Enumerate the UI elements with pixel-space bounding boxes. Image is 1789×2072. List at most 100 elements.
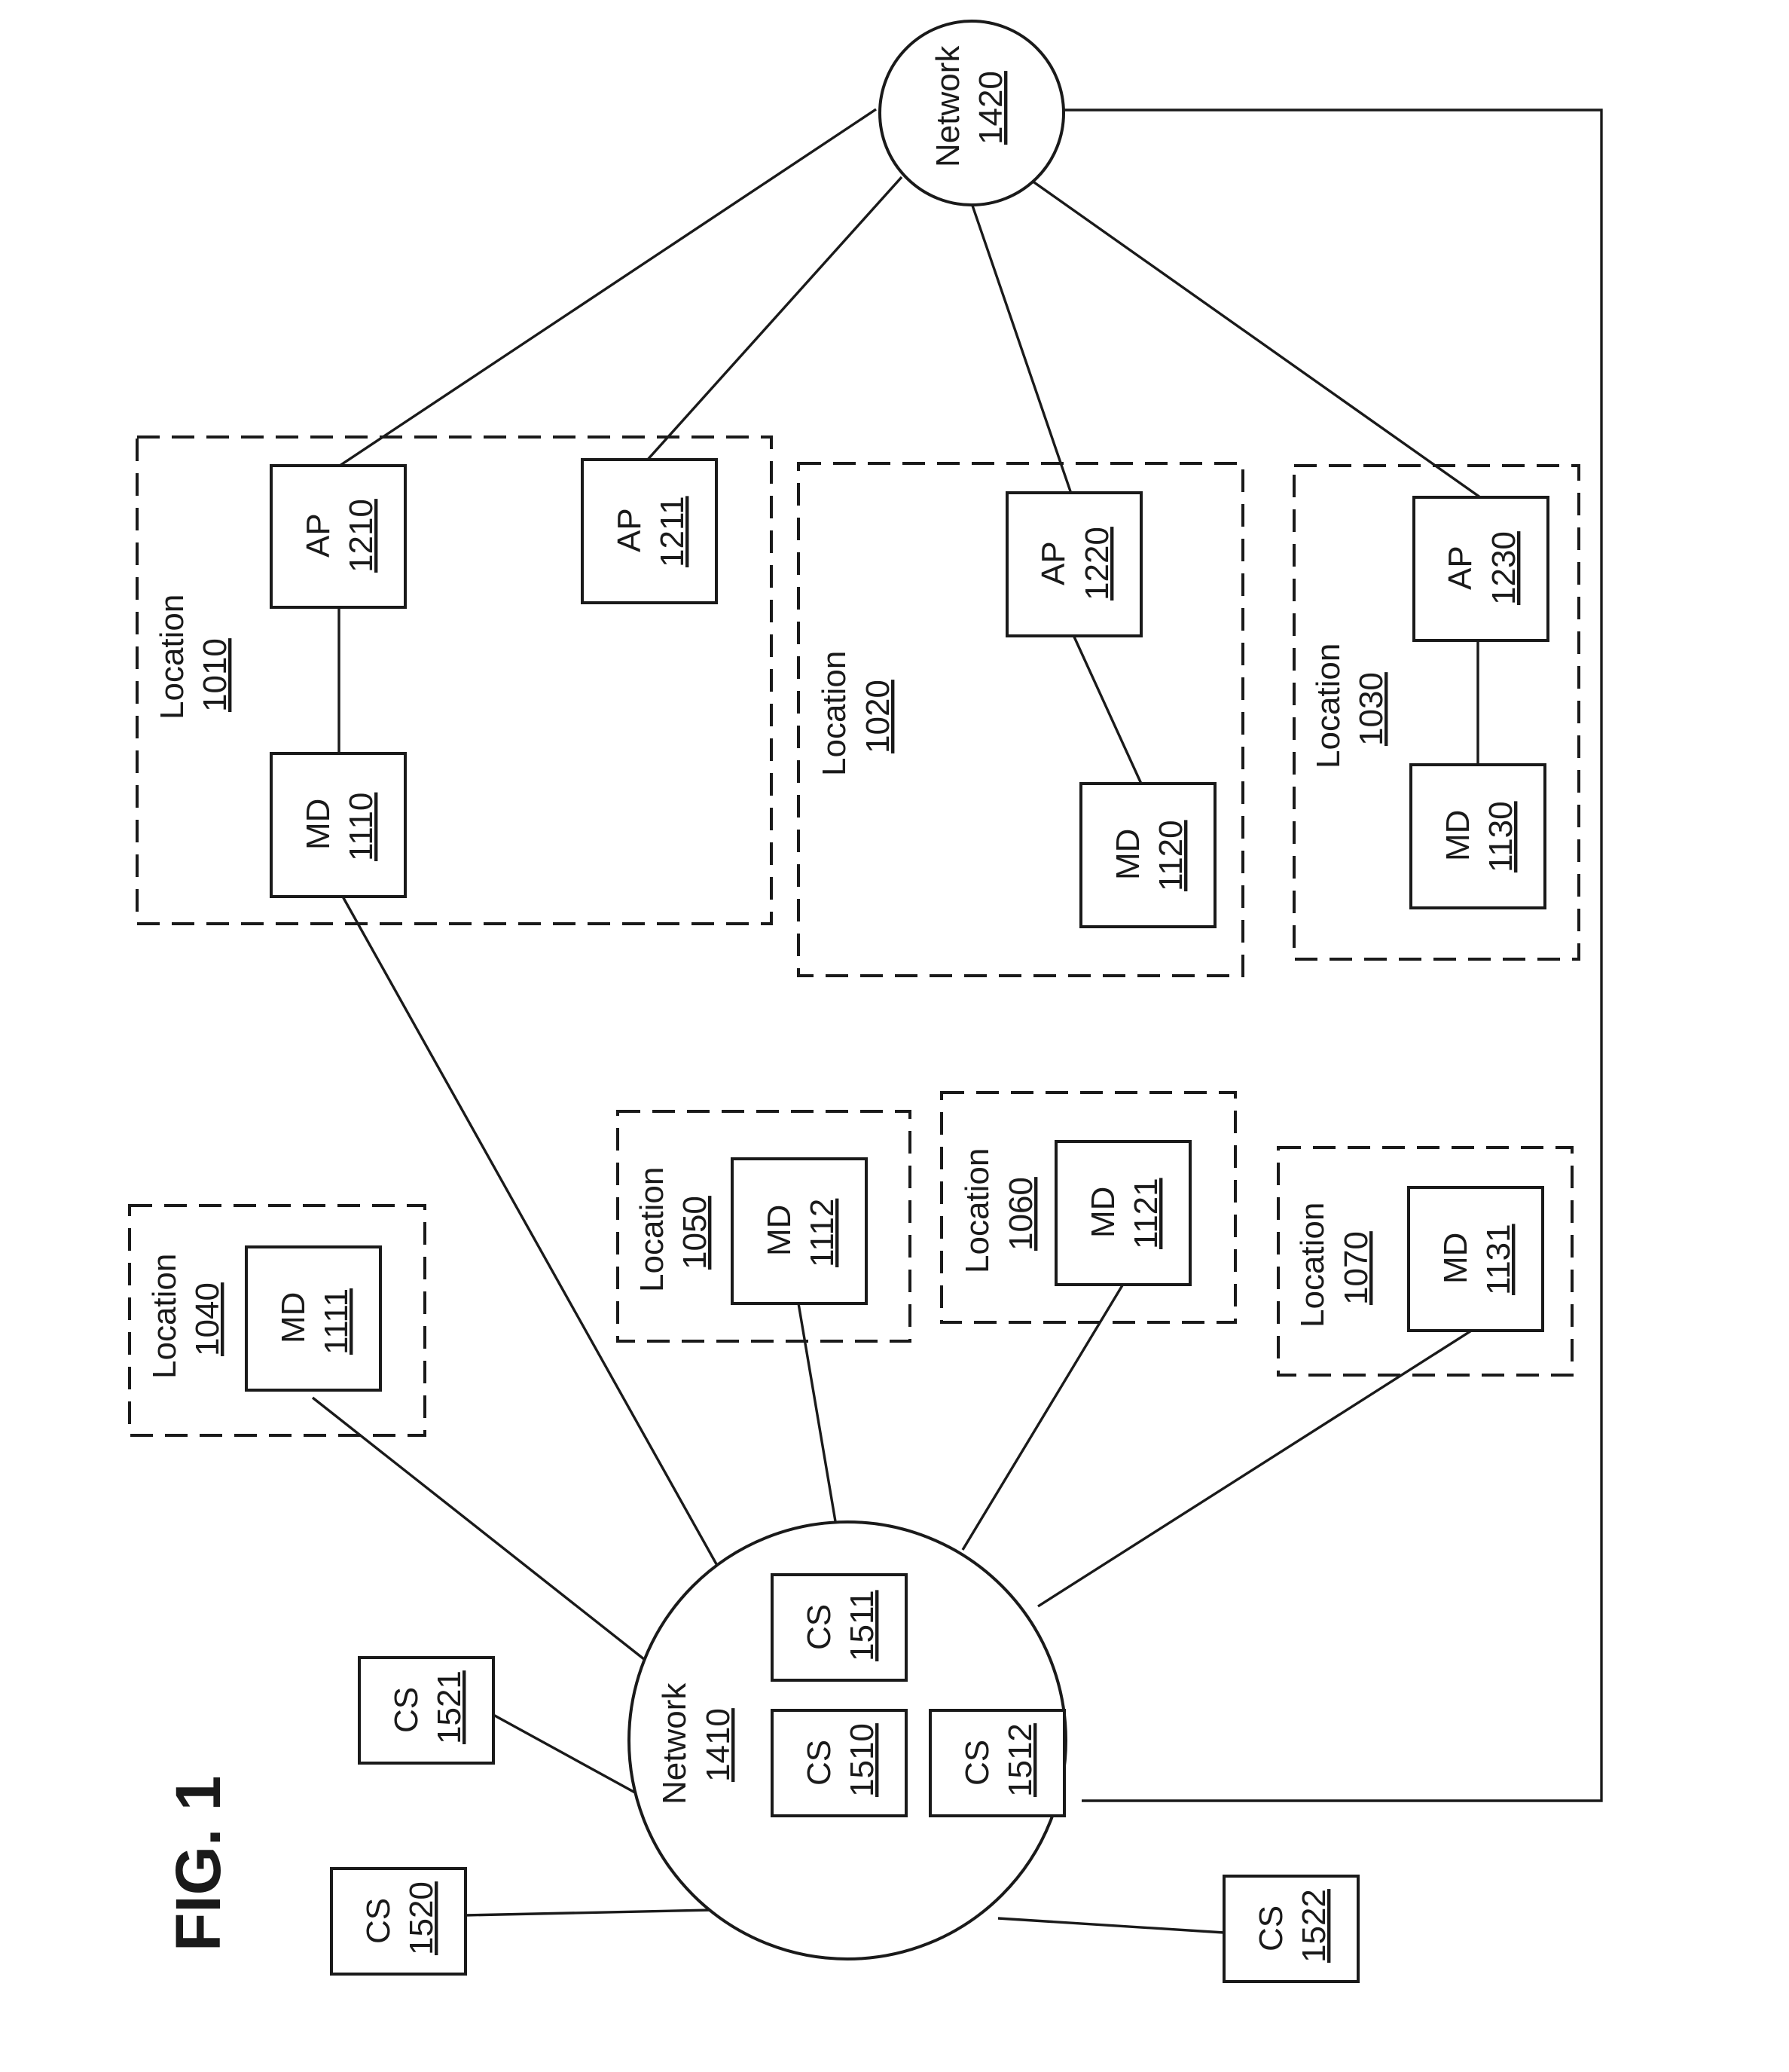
access-point-1210-number: 1210 [343, 499, 380, 573]
location-1040-number: 1040 [189, 1282, 226, 1356]
edge-md1111-1410 [313, 1398, 652, 1665]
computing-system-1510-label: CS [801, 1740, 838, 1786]
access-point-1230-number: 1230 [1485, 531, 1522, 605]
computing-system-1522-box [1224, 1876, 1358, 1982]
computing-system-1512-box [930, 1710, 1064, 1816]
location-1070-number: 1070 [1338, 1231, 1375, 1305]
mobile-device-1130: MD 1130 [1411, 765, 1545, 908]
computing-system-1520-box [331, 1869, 466, 1974]
mobile-device-1121-box [1056, 1141, 1190, 1285]
location-1070-label: Location [1294, 1203, 1331, 1328]
computing-system-1522-number: 1522 [1296, 1889, 1333, 1963]
edge-1420-ap1230 [1032, 181, 1480, 497]
mobile-device-1130-box [1411, 765, 1545, 908]
mobile-device-1111-box [246, 1247, 380, 1390]
computing-system-1512-label: CS [959, 1740, 996, 1786]
edge-md1131-1410 [1038, 1330, 1473, 1606]
access-point-1211-label: AP [611, 508, 648, 552]
location-1010-number: 1010 [197, 638, 234, 712]
location-1030-number: 1030 [1353, 672, 1390, 746]
location-1050-number: 1050 [676, 1196, 713, 1270]
location-1010-label: Location [154, 594, 191, 720]
edge-1420-ap1210 [337, 109, 876, 467]
edge-cs1522-1410 [998, 1918, 1224, 1933]
access-point-1211: AP 1211 [582, 460, 716, 603]
computing-system-1521-label: CS [388, 1687, 425, 1733]
computing-system-1521: CS 1521 [359, 1658, 493, 1763]
network-1410-number: 1410 [700, 1708, 737, 1782]
access-point-1230-label: AP [1442, 546, 1479, 590]
mobile-device-1121: MD 1121 [1056, 1141, 1190, 1285]
access-point-1211-number: 1211 [654, 496, 691, 567]
access-point-1211-box [582, 460, 716, 603]
mobile-device-1130-label: MD [1439, 810, 1476, 861]
mobile-device-1131-number: 1131 [1480, 1224, 1517, 1295]
computing-system-1511-label: CS [801, 1604, 838, 1650]
access-point-1220-box [1007, 493, 1141, 636]
computing-system-1521-number: 1521 [431, 1670, 468, 1744]
computing-system-1520-number: 1520 [403, 1881, 440, 1955]
mobile-device-1120-label: MD [1110, 829, 1146, 880]
computing-system-1511-number: 1511 [844, 1590, 881, 1661]
mobile-device-1111: MD 1111 [246, 1247, 380, 1390]
figure-label: FIG. 1 [163, 1776, 234, 1951]
mobile-device-1131-label: MD [1437, 1233, 1474, 1284]
mobile-device-1120-number: 1120 [1152, 820, 1189, 891]
access-point-1210-box [271, 466, 405, 607]
edge-cs1520-1410 [465, 1910, 712, 1915]
edge-1420-ap1211 [646, 177, 902, 461]
computing-system-1512-number: 1512 [1002, 1723, 1039, 1797]
network-1420-label: Network [930, 45, 966, 167]
mobile-device-1120-box [1081, 784, 1215, 927]
mobile-device-1110-label: MD [300, 799, 337, 850]
computing-system-1510-box [772, 1710, 906, 1816]
edge-md1121-1410 [963, 1285, 1122, 1550]
mobile-device-1120: MD 1120 [1081, 784, 1215, 927]
mobile-device-1111-label: MD [275, 1292, 312, 1343]
location-1050-label: Location [633, 1167, 670, 1292]
mobile-device-1112-number: 1112 [804, 1199, 841, 1267]
access-point-1220: AP 1220 [1007, 493, 1141, 636]
edge-1420-ap1220 [972, 203, 1071, 494]
computing-system-1520-label: CS [360, 1898, 397, 1944]
location-1030-label: Location [1310, 643, 1347, 769]
mobile-device-1131: MD 1131 [1409, 1187, 1543, 1331]
computing-system-1512: CS 1512 [930, 1710, 1064, 1816]
edge-1420-1410 [1064, 110, 1601, 1801]
computing-system-1511-box [772, 1575, 906, 1680]
mobile-device-1112-box [732, 1159, 866, 1303]
computing-system-1522-label: CS [1253, 1905, 1290, 1951]
computing-system-1510-number: 1510 [844, 1723, 881, 1797]
mobile-device-1130-number: 1130 [1482, 801, 1519, 873]
location-1020-label: Location [816, 651, 853, 776]
computing-system-1522: CS 1522 [1224, 1876, 1358, 1982]
mobile-device-1110-number: 1110 [343, 793, 380, 861]
mobile-device-1111-number: 1111 [318, 1288, 355, 1355]
access-point-1210-label: AP [300, 513, 337, 558]
location-1060-number: 1060 [1003, 1177, 1040, 1251]
computing-system-1520: CS 1520 [331, 1869, 466, 1974]
mobile-device-1110: MD 1110 [271, 753, 405, 897]
network-1410-label: Network [656, 1682, 693, 1805]
access-point-1230: AP 1230 [1414, 497, 1548, 640]
edge-ap1220-md1120 [1073, 635, 1141, 784]
mobile-device-1121-label: MD [1085, 1187, 1122, 1238]
network-1420-circle [880, 21, 1064, 205]
computing-system-1511: CS 1511 [772, 1575, 906, 1680]
access-point-1210: AP 1210 [271, 466, 405, 607]
mobile-device-1112-label: MD [761, 1205, 798, 1256]
location-1040-label: Location [146, 1254, 183, 1379]
network-1420-number: 1420 [972, 71, 1009, 145]
access-point-1230-box [1414, 497, 1548, 640]
mobile-device-1112: MD 1112 [732, 1159, 866, 1303]
location-1020-number: 1020 [859, 680, 896, 753]
location-1060-label: Location [959, 1148, 996, 1273]
access-point-1220-number: 1220 [1079, 527, 1116, 601]
mobile-device-1110-box [271, 753, 405, 897]
access-point-1220-label: AP [1035, 541, 1072, 585]
mobile-device-1131-box [1409, 1187, 1543, 1331]
network-1420: Network 1420 [880, 21, 1064, 205]
computing-system-1510: CS 1510 [772, 1710, 906, 1816]
edge-md1112-1410 [798, 1303, 836, 1526]
